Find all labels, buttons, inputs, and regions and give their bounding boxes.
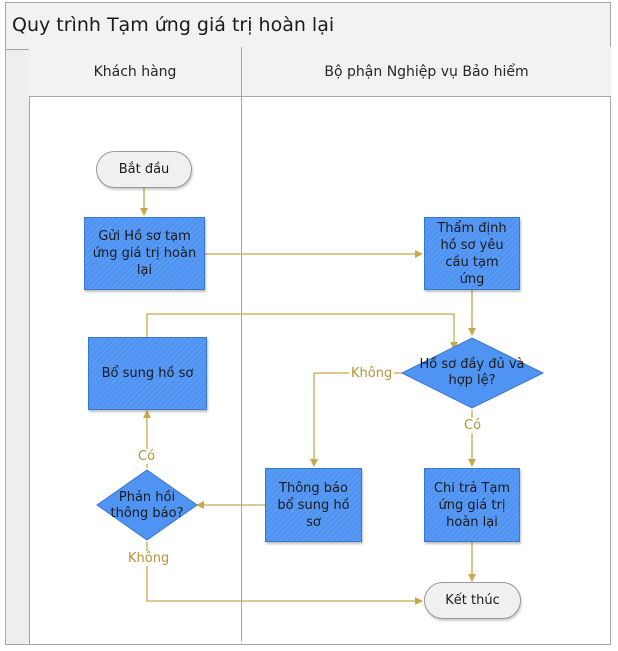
notify-label: Thông báo bổ sung hồ sơ — [277, 480, 350, 530]
lane-header-customer: Khách hàng — [29, 47, 242, 97]
decision-check-shape — [400, 337, 545, 409]
check-label: Hồ sơ đầy đủ và hợp lệ? — [419, 357, 525, 388]
supplement-process: Bổ sung hồ sơ — [88, 337, 207, 410]
diagram-title: Quy trình Tạm ứng giá trị hoàn lại — [12, 14, 335, 36]
edge-check-notify — [310, 372, 402, 467]
pay-label: Chi trả Tạm ứng giá trị hoàn lại — [433, 480, 511, 530]
start-terminator: Bắt đầu — [96, 151, 192, 188]
edge-respond-end — [146, 542, 423, 605]
end-terminator: Kết thúc — [424, 582, 521, 619]
lane-insurance-label: Bộ phận Nghiệp vụ Bảo hiểm — [324, 63, 529, 80]
decision-respond-shape — [96, 469, 198, 541]
title-bar: Quy trình Tạm ứng giá trị hoàn lại — [6, 3, 610, 50]
submit-process: Gửi Hồ sơ tạm ứng giá trị hoàn lại — [84, 217, 205, 290]
appraise-label: Thẩm định hồ sơ yêu cầu tạm ứng — [437, 220, 507, 287]
edge-label-respond-yes: Có — [136, 449, 158, 464]
edge-label-respond-no: Không — [126, 551, 172, 566]
submit-label: Gửi Hồ sơ tạm ứng giá trị hoàn lại — [92, 229, 197, 278]
pool-side-strip — [6, 50, 30, 644]
edge-label-check-no: Không — [349, 366, 395, 381]
supplement-label: Bổ sung hồ sơ — [101, 366, 194, 381]
notify-process: Thông báo bổ sung hồ sơ — [265, 468, 362, 542]
lane-header-insurance: Bộ phận Nghiệp vụ Bảo hiểm — [242, 47, 611, 97]
lane-customer-label: Khách hàng — [93, 63, 177, 80]
edge-supplement-check — [146, 313, 458, 350]
lane-divider — [241, 97, 242, 641]
end-label: Kết thúc — [445, 593, 500, 608]
pay-process: Chi trả Tạm ứng giá trị hoàn lại — [424, 468, 520, 542]
edge-label-check-yes: Có — [462, 418, 484, 433]
respond-decision: Phản hồi thông báo? — [107, 488, 187, 524]
start-label: Bắt đầu — [118, 162, 170, 177]
appraise-process: Thẩm định hồ sơ yêu cầu tạm ứng — [424, 217, 520, 290]
check-decision: Hồ sơ đầy đủ và hợp lệ? — [412, 355, 532, 391]
respond-label: Phản hồi thông báo? — [110, 490, 184, 521]
